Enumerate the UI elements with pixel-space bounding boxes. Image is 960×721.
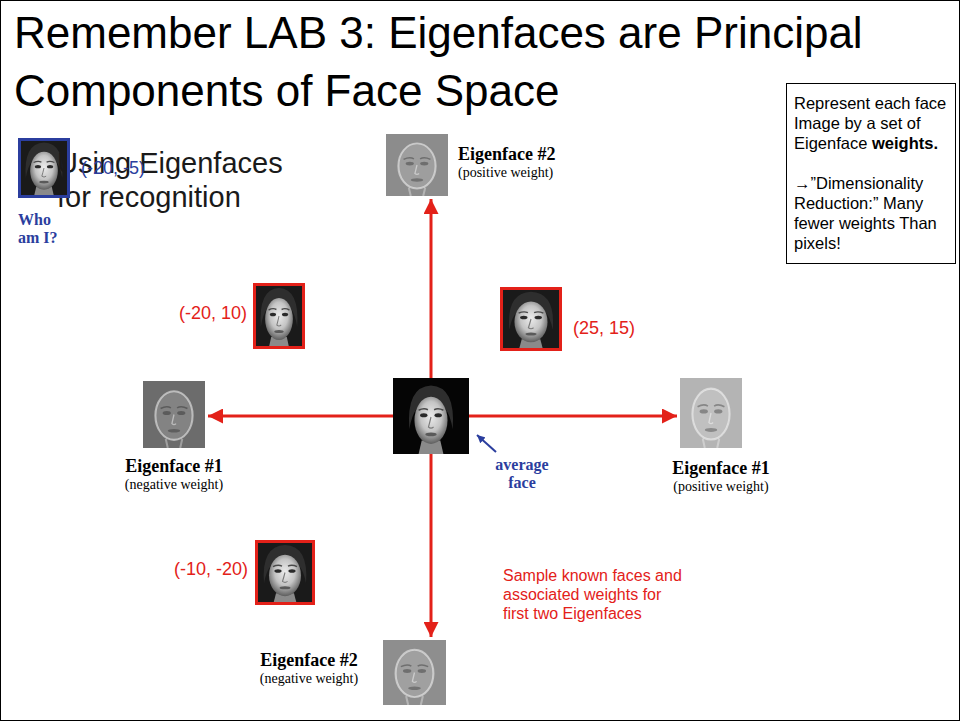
drawing-part [155,391,192,448]
known-face: (25, 15) [500,287,562,351]
eigenface-node: Eigenface #2(negative weight) [383,640,446,705]
drawing-part [255,540,315,605]
eigenface-image [680,378,742,448]
eigenface-node: Eigenface #1(negative weight) [143,381,205,448]
caption-group: (-10, -20) [174,559,248,580]
known-face-image [500,287,562,351]
drawing-part [393,378,469,454]
sample-note: Sample known faces and associated weight… [503,566,688,623]
drawing-part [26,143,63,198]
weight-coordinates: (-10, -20) [174,559,248,580]
drawing-part [264,545,307,605]
caption-group: (25, 15) [573,318,635,339]
weight-coordinates: (-20, -5) [81,158,145,179]
caption-group: (-20, -5) [81,158,145,179]
eigenface-image [143,381,205,448]
eigenface-label: Eigenface #2 [247,650,371,670]
drawing-part [509,292,553,351]
caption-group: Eigenface #2(negative weight) [247,650,371,687]
note-box: Represent each face Image by a set of Ei… [786,83,956,264]
drawing-part [692,389,729,448]
drawing-part [500,287,562,351]
drawing-part [409,386,453,454]
query-face: (-20, -5)Who am I? [18,138,70,198]
weight-axis-arrow [208,415,393,418]
caption-group: Eigenface #1(negative weight) [103,456,245,493]
slide-subheading: Using Eigenfaces for recognition [57,146,297,214]
weight-coordinates: (-20, 10) [179,303,247,324]
drawing-part [398,143,435,196]
leader-arrow [477,435,496,452]
face-caption: average face [490,456,554,492]
average-face-image [393,378,469,454]
caption-group: Eigenface #1(positive weight) [650,458,792,495]
drawing-part [261,288,298,349]
eigenface-image [383,640,446,705]
known-face-image [255,540,315,605]
weight-sign: (positive weight) [650,478,792,495]
weight-sign: (negative weight) [247,670,371,687]
drawing-part [143,381,205,448]
caption-group: (-20, 10) [179,303,247,324]
caption-group: average face [490,456,554,492]
label-block: Sample known faces and associated weight… [503,566,688,623]
note-text: →”Dimensionality Reduction:” Many fewer … [794,173,949,253]
drawing-part [396,650,434,705]
weight-axis-arrow [430,199,433,378]
drawing-part [383,640,446,705]
drawing-part [253,283,305,349]
weight-axis-arrow [469,415,677,418]
weight-axis-arrow [430,454,433,637]
label-block: Using Eigenfaces for recognition [57,146,297,214]
eigenface-label: Eigenface #2 [458,144,555,164]
average-face: average face [393,378,469,454]
known-face-image [253,283,305,349]
drawing-part [386,134,448,196]
note-text: weights. [872,134,938,152]
eigenface-label: Eigenface #1 [103,456,245,476]
eigenface-image [386,134,448,196]
known-face: (-20, 10) [253,283,305,349]
known-face: (-10, -20) [255,540,315,605]
face-caption: Who am I? [18,211,67,247]
eigenface-label: Eigenface #1 [650,458,792,478]
weight-sign: (positive weight) [458,164,555,181]
weight-sign: (negative weight) [103,476,245,493]
eigenface-node: Eigenface #1(positive weight) [680,378,742,448]
weight-coordinates: (25, 15) [573,318,635,339]
eigenface-node: Eigenface #2(positive weight) [386,134,448,196]
drawing-part [680,378,742,448]
caption-group: Who am I? [18,211,67,247]
caption-group: Eigenface #2(positive weight) [458,144,555,181]
